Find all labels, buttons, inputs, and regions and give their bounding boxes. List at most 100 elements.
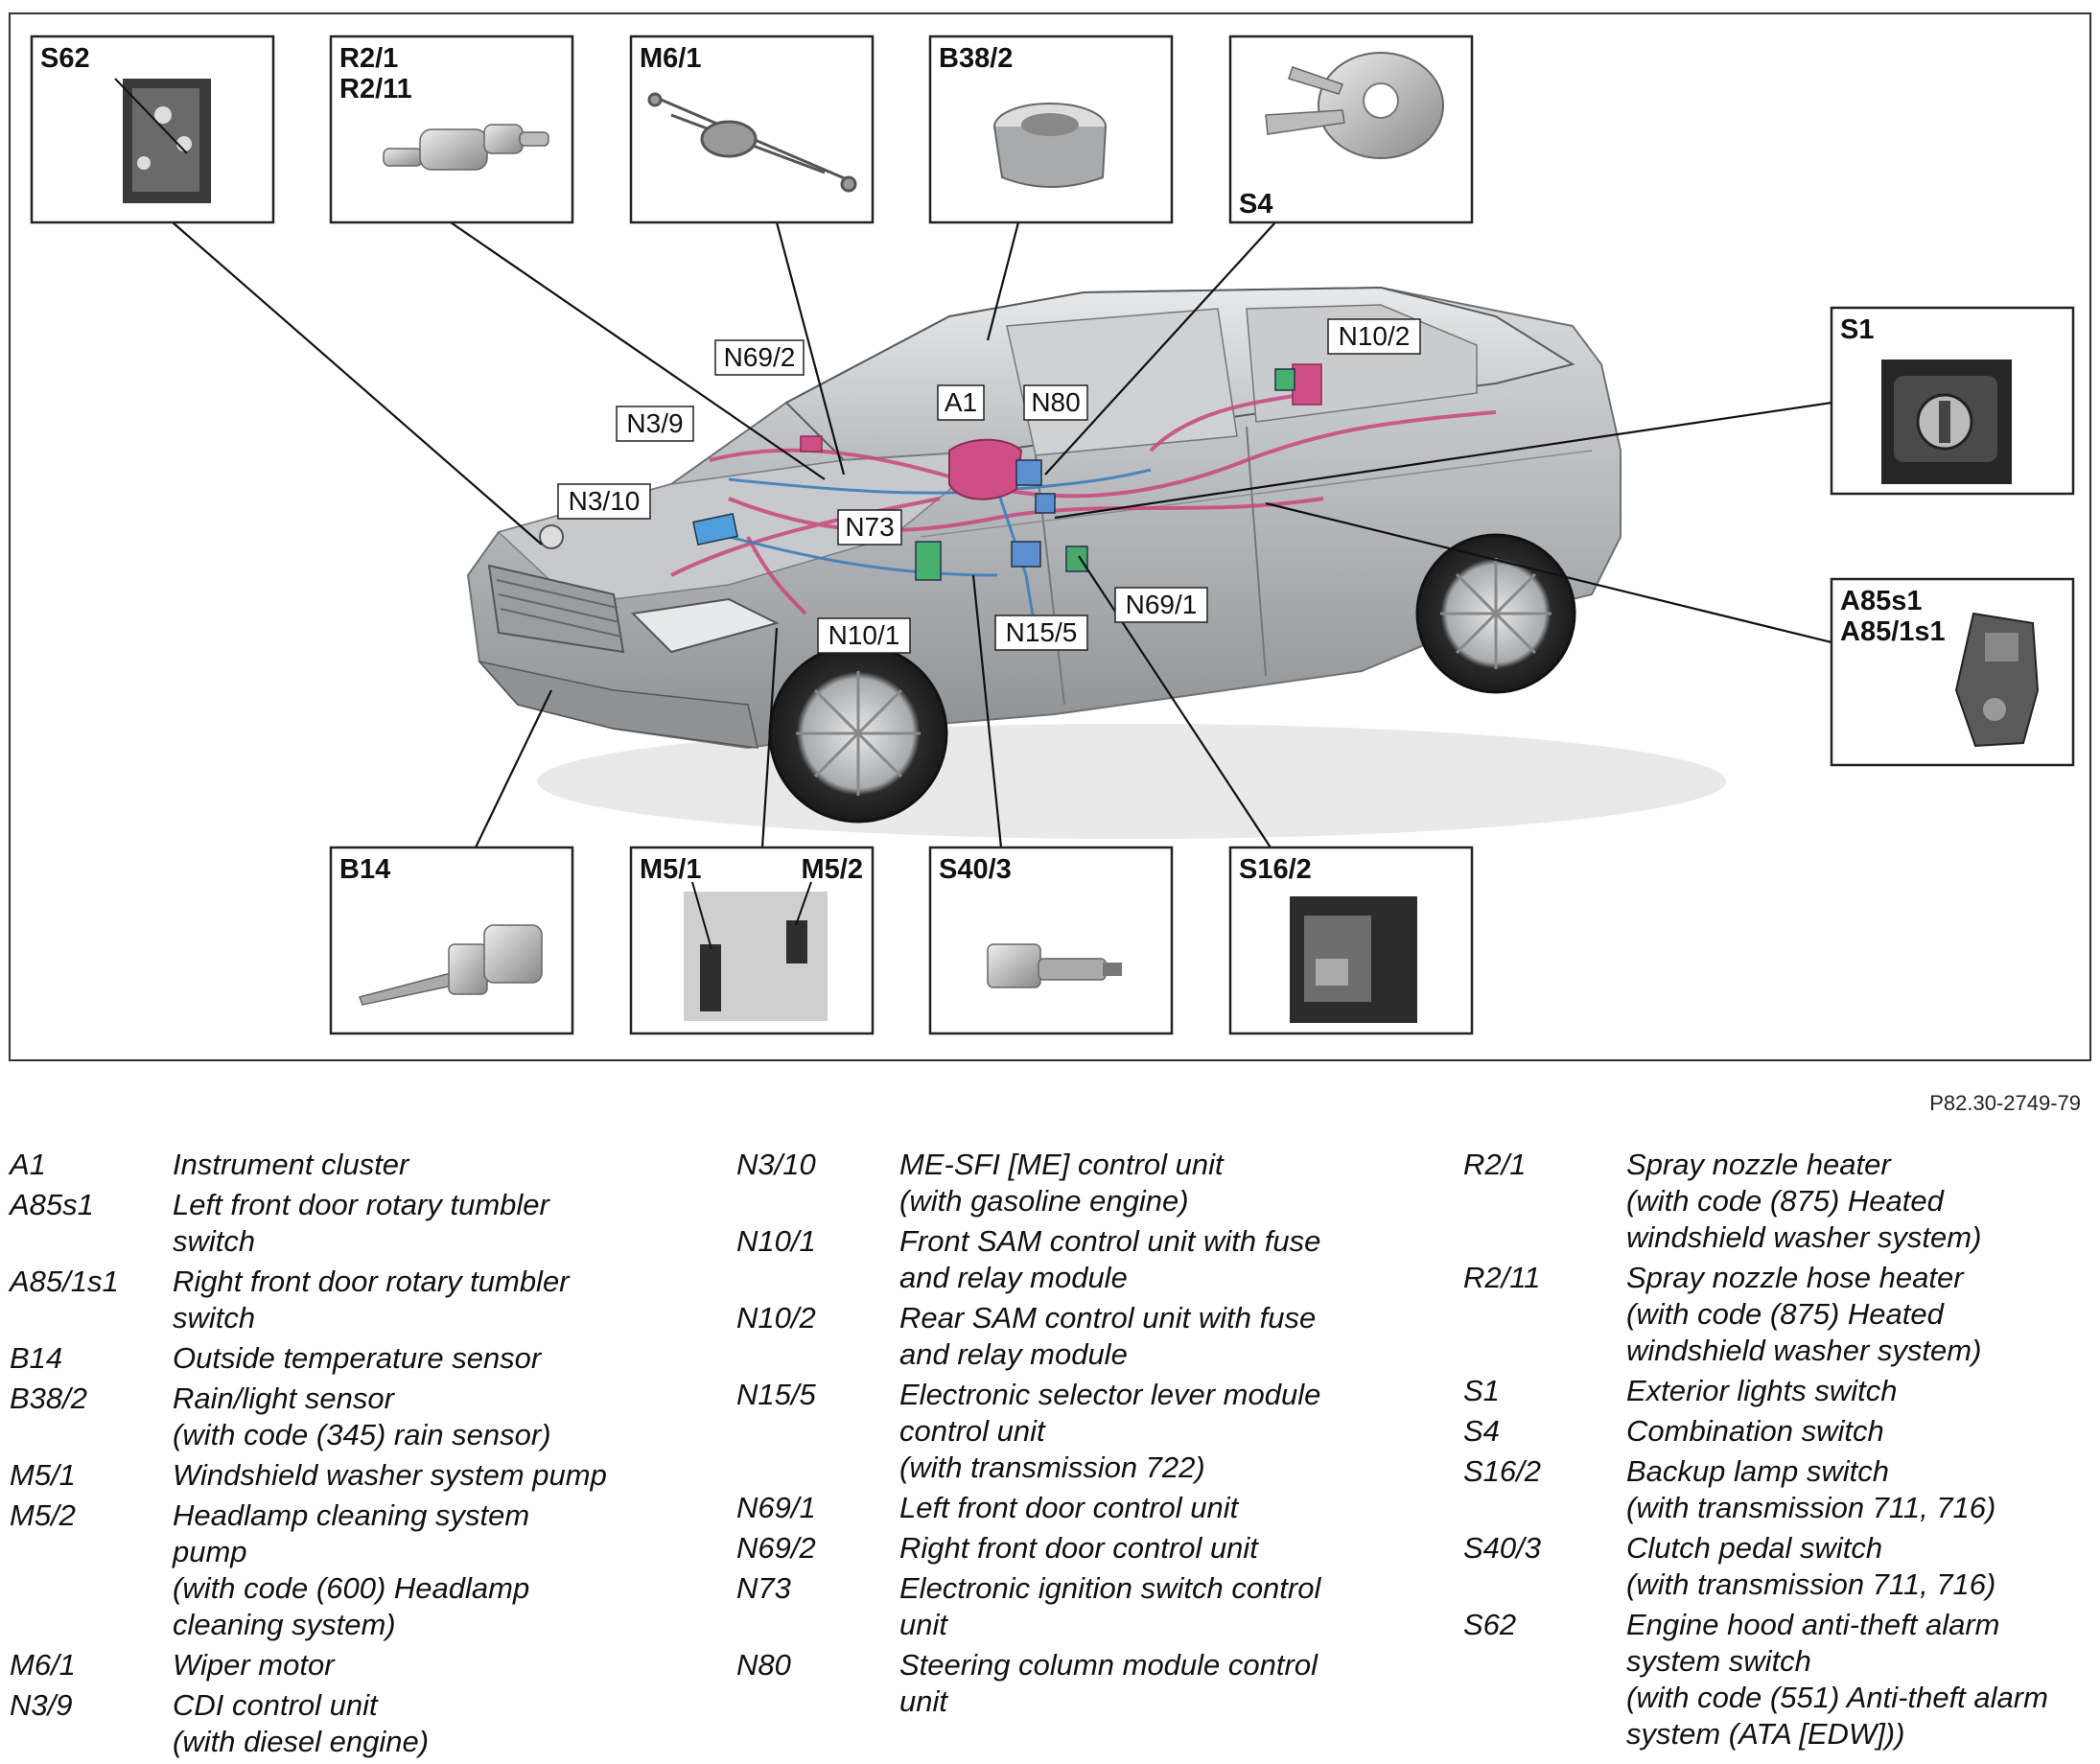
car-label-text: N10/2 xyxy=(1339,321,1411,351)
legend-code: B38/2 xyxy=(10,1381,88,1415)
clutch-pedal-switch-image xyxy=(987,943,1122,988)
legend-description: Rain/light sensor (with code (345) rain … xyxy=(173,1381,551,1451)
car-label-text: N10/1 xyxy=(828,620,900,650)
car-label-text: N3/9 xyxy=(626,408,683,438)
legend-description: Front SAM control unit with fuse and rel… xyxy=(899,1224,1321,1294)
car-label-text: N69/2 xyxy=(724,342,796,372)
callout-code: S40/3 xyxy=(939,854,1012,885)
leader-line xyxy=(760,627,779,848)
legend-description: CDI control unit (with diesel engine) xyxy=(173,1688,430,1758)
door-rotary-tumbler-switch-image xyxy=(1954,612,2040,748)
callout-m6-1: M6/1 xyxy=(629,35,875,224)
callout-code: M6/1 xyxy=(640,43,701,74)
car-label-n15-5: N15/5 xyxy=(994,615,1088,651)
leader-line xyxy=(450,221,826,480)
legend-description: Steering column module control unit xyxy=(899,1648,1318,1718)
rain-light-sensor-image xyxy=(993,103,1107,188)
legend-row: N73 Electronic ignition switch control un… xyxy=(736,1570,1427,1643)
callout-a85s1-a85-1s1: A85s1 A85/1s1 xyxy=(1830,577,2075,767)
legend-row: N10/2 Rear SAM control unit with fuse and… xyxy=(736,1300,1427,1373)
leader-line xyxy=(986,221,1020,341)
legend-description: Spray nozzle hose heater (with code (875… xyxy=(1626,1261,1982,1367)
callout-code: S16/2 xyxy=(1239,854,1312,885)
legend-code: N3/9 xyxy=(10,1688,73,1722)
legend-code: A85s1 xyxy=(10,1188,94,1221)
legend-code: A1 xyxy=(10,1148,46,1181)
legend-code: N10/2 xyxy=(736,1301,816,1335)
wiper-motor-image xyxy=(647,92,857,193)
callout-code: B38/2 xyxy=(939,43,1013,74)
legend-description: Engine hood anti-theft alarm system swit… xyxy=(1626,1608,2048,1751)
legend-row: A85s1 Left front door rotary tumbler swit… xyxy=(10,1187,700,1260)
legend-description: Wiper motor xyxy=(173,1648,335,1682)
legend-code: N69/1 xyxy=(736,1491,816,1524)
callout-code: B14 xyxy=(339,854,390,885)
car-label-n73: N73 xyxy=(837,509,902,545)
legend-row: N69/2 Right front door control unit xyxy=(736,1530,1427,1567)
legend-code: N3/10 xyxy=(736,1148,816,1181)
car-label-text: N69/1 xyxy=(1126,590,1198,619)
car-label-text: N3/10 xyxy=(569,486,641,516)
hood-latch-photo xyxy=(114,78,211,203)
car-label-n10-2: N10/2 xyxy=(1327,318,1421,355)
callout-s62: S62 xyxy=(30,35,275,224)
car-label-text: N80 xyxy=(1031,387,1080,417)
outside-temperature-sensor-image xyxy=(359,924,543,1006)
car-label-n3-10: N3/10 xyxy=(557,483,651,520)
callout-code: R2/11 xyxy=(339,74,412,104)
leader-line xyxy=(172,221,543,545)
legend-code: N69/2 xyxy=(736,1531,816,1565)
legend-description: Electronic ignition switch control unit xyxy=(899,1571,1321,1641)
callout-s1: S1 xyxy=(1830,306,2075,496)
legend-row: N3/9 CDI control unit (with diesel engine… xyxy=(10,1687,700,1760)
legend-description: Clutch pedal switch (with transmission 7… xyxy=(1626,1531,1996,1601)
legend-description: Right front door rotary tumbler switch xyxy=(173,1265,570,1335)
legend-code: M6/1 xyxy=(10,1648,76,1682)
callout-s16-2: S16/2 xyxy=(1228,846,1474,1035)
legend-code: S1 xyxy=(1463,1374,1500,1407)
legend-row: M6/1 Wiper motor xyxy=(10,1647,700,1683)
legend-code: S40/3 xyxy=(1463,1531,1542,1565)
legend-description: Left front door control unit xyxy=(899,1491,1239,1524)
leader-line xyxy=(1078,555,1272,848)
legend-description: Rear SAM control unit with fuse and rela… xyxy=(899,1301,1317,1371)
spray-nozzle-heater-image xyxy=(383,124,549,171)
legend-row: N10/1 Front SAM control unit with fuse an… xyxy=(736,1223,1427,1296)
legend-description: Electronic selector lever module control… xyxy=(899,1378,1321,1484)
legend-description: Left front door rotary tumbler switch xyxy=(173,1188,549,1258)
legend-code: B14 xyxy=(10,1341,63,1375)
combination-switch-image xyxy=(1265,52,1444,159)
legend-row: S40/3 Clutch pedal switch (with transmiss… xyxy=(1463,1530,2096,1603)
callout-code: A85/1s1 xyxy=(1840,616,1946,647)
washer-pumps-photo xyxy=(684,881,828,1021)
car-label-a1: A1 xyxy=(937,384,985,421)
legend-code: S62 xyxy=(1463,1608,1517,1641)
legend-code: N10/1 xyxy=(736,1224,816,1258)
legend-code: S4 xyxy=(1463,1414,1500,1448)
legend-description: Instrument cluster xyxy=(173,1148,409,1181)
callout-code: A85s1 xyxy=(1840,586,1922,616)
legend-code: N73 xyxy=(736,1571,791,1605)
legend-description: Backup lamp switch (with transmission 71… xyxy=(1626,1454,1996,1524)
callout-b14: B14 xyxy=(329,846,574,1035)
backup-lamp-switch-photo xyxy=(1290,896,1417,1023)
legend-description: Spray nozzle heater (with code (875) Hea… xyxy=(1626,1148,1982,1254)
callout-r2-1-r2-11: R2/1 R2/11 xyxy=(329,35,574,224)
callout-code: S62 xyxy=(40,43,90,74)
callout-b38-2: B38/2 xyxy=(928,35,1174,224)
callout-code: S4 xyxy=(1239,189,1272,220)
callout-m5-1-m5-2: M5/1 M5/2 xyxy=(629,846,875,1035)
legend-code: M5/1 xyxy=(10,1458,76,1492)
callout-code: M5/1 xyxy=(640,854,701,885)
legend-description: Right front door control unit xyxy=(899,1531,1258,1565)
